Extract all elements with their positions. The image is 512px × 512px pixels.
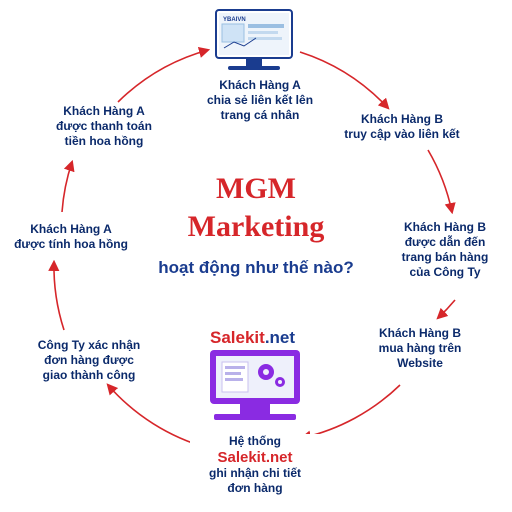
step-5-line: Hệ thống: [229, 434, 281, 448]
step-7-line: được tính hoa hồng: [14, 237, 128, 251]
step-7-line: Khách Hàng A: [30, 222, 112, 236]
step-3-line: được dẫn đến: [404, 235, 486, 249]
step-3: Khách Hàng B được dẫn đến trang bán hàng…: [388, 220, 502, 280]
step-8-line: tiền hoa hồng: [64, 134, 144, 148]
monitor-top-logo: YBAIVN: [223, 17, 246, 23]
step-4-line: Website: [397, 356, 443, 370]
arrow-4-to-5: [299, 384, 401, 442]
step-8-line: Khách Hàng A: [63, 104, 145, 118]
step-5: Hệ thống Salekit.net ghi nhận chi tiết đ…: [190, 434, 320, 496]
step-8: Khách Hàng A được thanh toán tiền hoa hồ…: [44, 104, 164, 149]
step-1-line: Khách Hàng A: [219, 78, 301, 92]
step-8-line: được thanh toán: [56, 119, 152, 133]
monitor-bottom-icon: [210, 350, 300, 420]
step-1-line: chia sẻ liên kết lên: [206, 93, 314, 107]
center-title-mgm: MGM: [216, 172, 296, 205]
step-6-line: Công Ty xác nhận: [37, 338, 141, 352]
arrow-6-to-7: [48, 259, 65, 331]
arrow-3-to-4: [436, 299, 456, 320]
step-2-line: Khách Hàng B: [360, 112, 443, 126]
monitor-top-icon: YBAIVN: [215, 9, 293, 70]
step-3-line: trang bán hàng: [401, 250, 489, 264]
step-2: Khách Hàng B truy cập vào liên kết: [332, 112, 472, 142]
arrow-1-to-2: [299, 51, 390, 110]
salekit-logo: Salekit.net: [210, 328, 295, 348]
step-1-line: trang cá nhân: [220, 108, 300, 122]
salekit-logo-main: Salekit: [210, 328, 265, 347]
step-4-line: Khách Hàng B: [378, 326, 461, 340]
step-4: Khách Hàng B mua hàng trên Website: [360, 326, 480, 371]
step-6: Công Ty xác nhận đơn hàng được giao thàn…: [26, 338, 152, 383]
arrow-7-to-8: [61, 159, 75, 213]
center-subtitle: hoạt động như thế nào?: [158, 258, 354, 277]
arrow-8-to-1: [117, 46, 211, 103]
step-6-line: đơn hàng được: [44, 353, 134, 367]
step-4-line: mua hàng trên: [378, 341, 462, 355]
step-2-line: truy cập vào liên kết: [344, 127, 460, 141]
step-5-line: đơn hàng: [227, 481, 283, 495]
step-1: Khách Hàng A chia sẻ liên kết lên trang …: [190, 78, 330, 123]
step-6-line: giao thành công: [42, 368, 136, 382]
center-title-marketing: Marketing: [187, 210, 325, 243]
arrow-2-to-3: [427, 149, 456, 215]
step-3-line: của Công Ty: [409, 265, 481, 279]
step-5-line: Salekit.net: [217, 449, 293, 466]
salekit-logo-suffix: .net: [264, 328, 296, 347]
step-7: Khách Hàng A được tính hoa hồng: [6, 222, 136, 252]
step-3-line: Khách Hàng B: [403, 220, 486, 234]
step-5-line: ghi nhận chi tiết: [209, 466, 301, 480]
